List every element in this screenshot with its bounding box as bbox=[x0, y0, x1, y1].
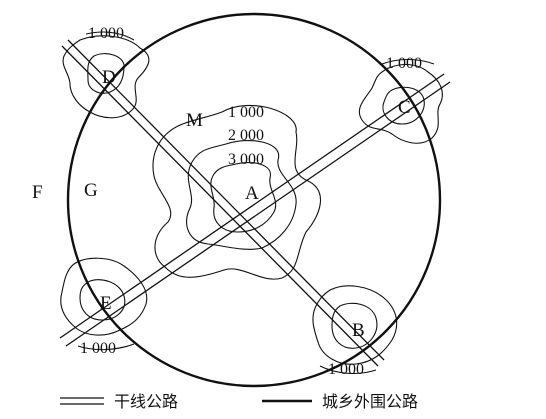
contour-a-1000 bbox=[152, 104, 322, 280]
leader-d bbox=[85, 31, 135, 41]
contour-label-a-1000: 1 000 bbox=[228, 104, 264, 121]
leader-e bbox=[77, 343, 135, 351]
contour-a-2000 bbox=[186, 140, 297, 250]
contour-label-e: 1 000 bbox=[80, 340, 116, 357]
legend-ring-road-label: 城乡外围公路 bbox=[322, 392, 418, 411]
legend: 干线公路 城乡外围公路 bbox=[60, 392, 418, 411]
contour-label-b: 1 000 bbox=[328, 361, 364, 378]
leader-b bbox=[319, 365, 377, 375]
legend-trunk-road-symbol bbox=[60, 397, 104, 405]
contour-a-3000 bbox=[210, 161, 277, 233]
label-a: A bbox=[245, 183, 259, 204]
label-c: C bbox=[398, 97, 411, 118]
contour-d-1000-inner bbox=[87, 53, 125, 94]
label-g: G bbox=[84, 180, 98, 201]
contour-b-1000-inner bbox=[331, 302, 378, 349]
contour-b-1000-outer bbox=[312, 285, 398, 365]
contour-e-1000-inner bbox=[79, 279, 126, 321]
trunk-road-e-c bbox=[59, 73, 451, 347]
label-m: M bbox=[186, 110, 203, 131]
contour-label-d: 1 000 bbox=[88, 25, 124, 42]
trunk-road-d-b bbox=[61, 39, 385, 367]
ring-road-circle bbox=[66, 12, 442, 388]
label-e: E bbox=[100, 293, 112, 314]
contour-label-a-2000: 2 000 bbox=[228, 127, 264, 144]
contour-c-1000-outer bbox=[358, 63, 443, 144]
contour-e-1000-outer bbox=[60, 257, 148, 336]
contour-label-c: 1 000 bbox=[386, 55, 422, 72]
legend-trunk-road-label: 干线公路 bbox=[114, 392, 178, 411]
contour-d-1000-outer bbox=[62, 35, 150, 119]
contour-label-a-3000: 3 000 bbox=[228, 151, 264, 168]
label-d: D bbox=[102, 67, 116, 88]
contour-c-1000-inner bbox=[382, 86, 425, 125]
label-f: F bbox=[32, 182, 43, 203]
leader-c bbox=[381, 58, 435, 65]
label-b: B bbox=[352, 320, 365, 341]
